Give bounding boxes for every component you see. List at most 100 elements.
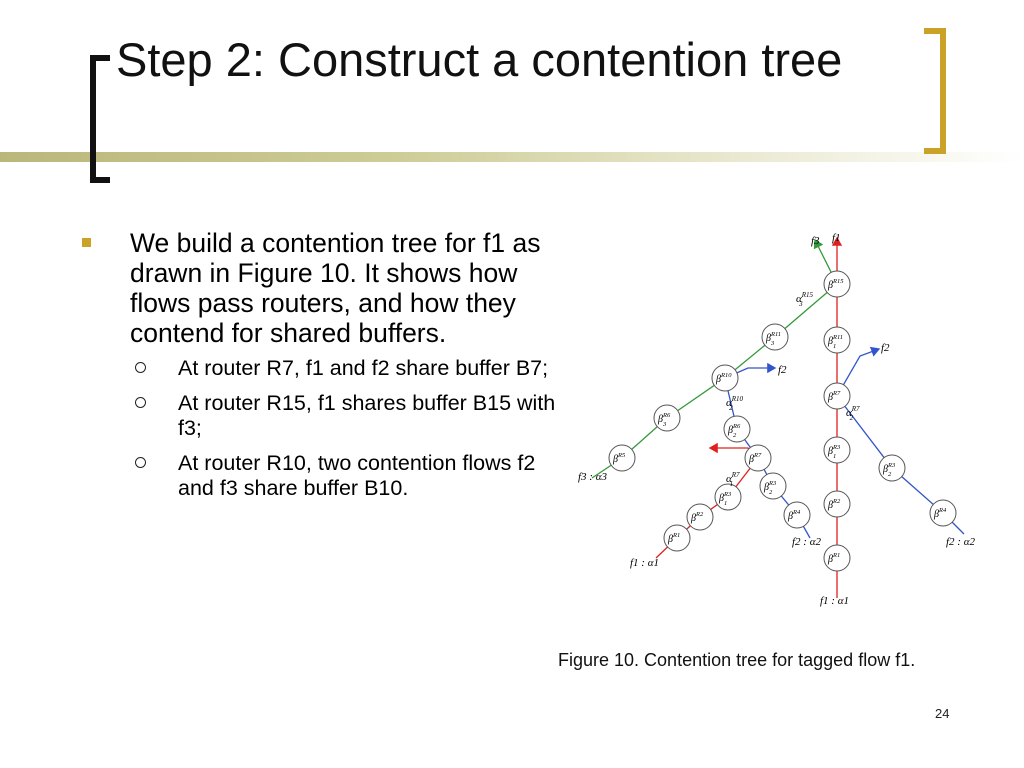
node-circle (878, 454, 906, 482)
circle-bullet-icon (135, 362, 146, 373)
alpha-r7-sub: 2 (850, 414, 854, 422)
source-f2-right-label: f2 : α2 (946, 536, 975, 548)
node-circle (823, 544, 851, 572)
node-circle (823, 490, 851, 518)
node-label: βR5 (612, 452, 626, 465)
slide-title: Step 2: Construct a contention tree (116, 33, 843, 86)
node-label: βR1 (667, 532, 680, 545)
bullet-item: We build a contention tree for f1 as dra… (80, 228, 570, 348)
node-circle (761, 323, 789, 351)
f3-top-label: f3 (811, 235, 820, 247)
page-number: 24 (935, 706, 950, 721)
buffer-node-b2_R4r: βR4 (929, 499, 957, 527)
alpha-r7s-label: α (726, 473, 732, 485)
alpha-r15-sup: R15 (801, 291, 814, 299)
sub-bullet-item: At router R10, two contention flows f2 a… (80, 451, 570, 501)
sub-bullet-item: At router R7, f1 and f2 share buffer B7; (80, 356, 570, 381)
left-bracket-decoration (90, 55, 110, 183)
bullet-list: We build a contention tree for f1 as dra… (80, 228, 570, 511)
tree-edges (591, 236, 965, 598)
buffer-node-b1_R7: βR7 (823, 382, 851, 410)
f1-top-label: f1 (832, 232, 841, 244)
node-circle (783, 501, 811, 529)
title-underline-band (0, 152, 1024, 162)
buffer-node-b_R15: βR15 (823, 270, 851, 298)
alpha-r7-label: α (846, 407, 852, 419)
node-circle (663, 524, 691, 552)
alpha-r7-sup: R7 (851, 405, 860, 413)
alpha-r10-label: α (726, 397, 732, 409)
node-label: βR2 (827, 498, 841, 511)
alpha-r10-sub: 2 (729, 404, 733, 412)
source-f3-label: f3 : α3 (578, 471, 607, 483)
sub-bullet-item: At router R15, f1 shares buffer B15 with… (80, 391, 570, 441)
buffer-node-b1_R1: βR1 (823, 544, 851, 572)
node-label: βR15 (827, 278, 844, 291)
sub-bullet-text: At router R10, two contention flows f2 a… (178, 451, 536, 500)
node-circle (823, 326, 851, 354)
node-label: βR4 (933, 507, 947, 520)
figure-caption: Figure 10. Contention tree for tagged fl… (558, 650, 916, 670)
sub-bullet-text: At router R15, f1 shares buffer B15 with… (178, 391, 556, 440)
buffer-node-b1_R2: βR2 (823, 490, 851, 518)
alpha-r7s-sup: R7 (731, 471, 740, 479)
node-circle (608, 444, 636, 472)
f2-mid-label: f2 (778, 364, 787, 376)
source-f1-bottom-label: f1 : α1 (820, 595, 849, 607)
node-circle (929, 499, 957, 527)
node-circle (823, 436, 851, 464)
buffer-node-b_R4s: βR4 (783, 501, 811, 529)
alpha-r7s-sub: 1 (730, 480, 734, 488)
source-f1-left-label: f1 : α1 (630, 557, 659, 569)
node-label: βR10 (715, 372, 732, 385)
buffer-node-b_R7s: βR7 (744, 444, 772, 472)
buffer-node-b_R5: βR5 (608, 444, 636, 472)
node-label: βR7 (748, 452, 762, 465)
node-label: βR7 (827, 390, 841, 403)
node-label: βR4 (787, 509, 801, 522)
node-circle (653, 404, 681, 432)
node-circle (714, 483, 742, 511)
alpha-r15-sub: 3 (798, 300, 803, 308)
alpha-r10-sup: R10 (731, 395, 744, 403)
node-circle (759, 472, 787, 500)
source-f2-mid-label: f2 : α2 (792, 536, 821, 548)
square-bullet-icon (82, 238, 91, 247)
buffer-node-b_R1s: βR1 (663, 524, 691, 552)
node-label: βR2 (690, 511, 704, 524)
circle-bullet-icon (135, 457, 146, 468)
sub-bullet-text: At router R7, f1 and f2 share buffer B7; (178, 356, 549, 380)
node-circle (823, 270, 851, 298)
node-circle (711, 364, 739, 392)
alpha-r15-label: α (796, 293, 802, 305)
node-circle (744, 444, 772, 472)
bullet-text: We build a contention tree for f1 as dra… (130, 228, 541, 348)
node-circle (823, 382, 851, 410)
buffer-node-b_R2s: βR2 (686, 503, 714, 531)
flow-edge (836, 346, 881, 397)
